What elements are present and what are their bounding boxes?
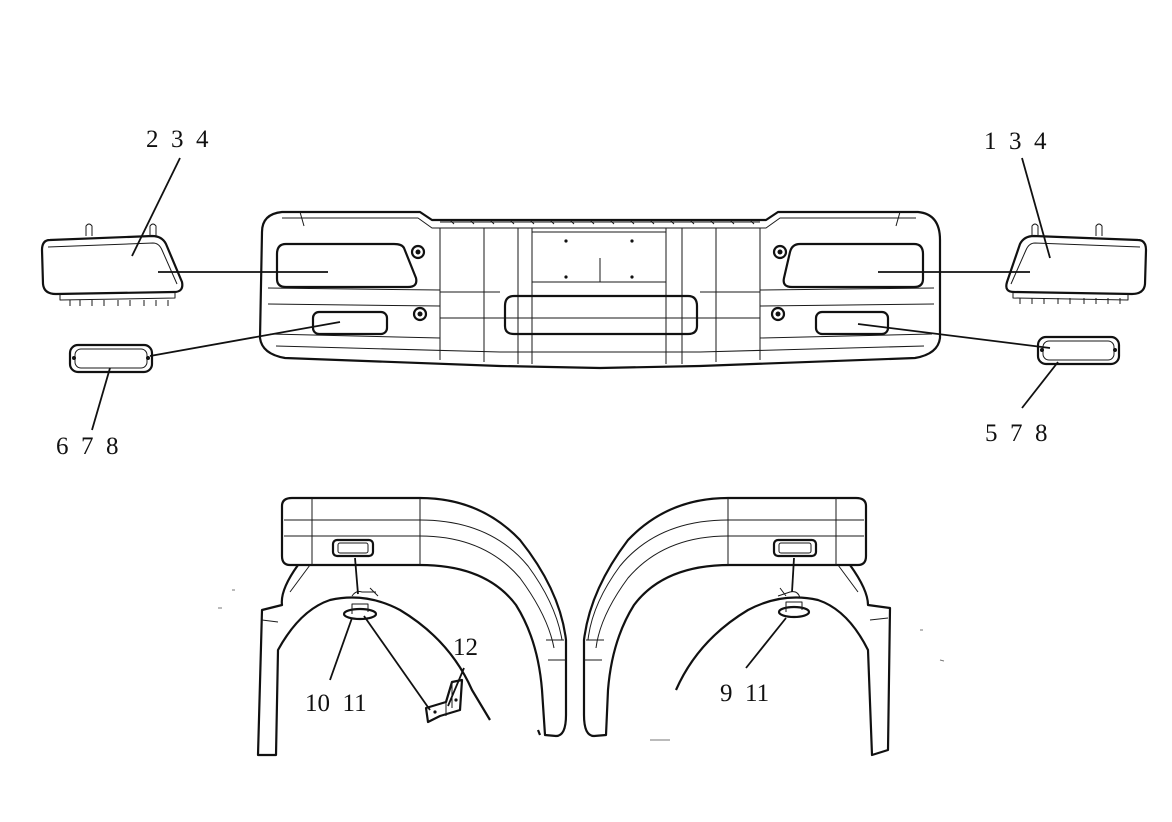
callout-bracket: 12 <box>453 634 478 661</box>
callout-left-headlamp: 2 3 4 <box>146 126 209 153</box>
left-fog-lamp <box>68 343 154 374</box>
left-headlamp <box>40 223 184 306</box>
right-headlamp <box>1005 223 1148 304</box>
callout-left-fog-lamp: 6 7 8 <box>56 433 119 460</box>
callout-right-side-lamp: 9 11 <box>720 680 769 707</box>
left-fender <box>256 496 568 757</box>
callout-right-headlamp: 1 3 4 <box>984 128 1047 155</box>
right-fog-lamp <box>1036 335 1121 366</box>
right-fender <box>582 496 892 757</box>
front-bumper <box>258 210 942 370</box>
leader-lines <box>91 157 1059 711</box>
callout-right-fog-lamp: 5 7 8 <box>985 420 1048 447</box>
callout-left-side-lamp: 10 11 <box>305 690 367 717</box>
scan-artifacts <box>218 589 945 741</box>
